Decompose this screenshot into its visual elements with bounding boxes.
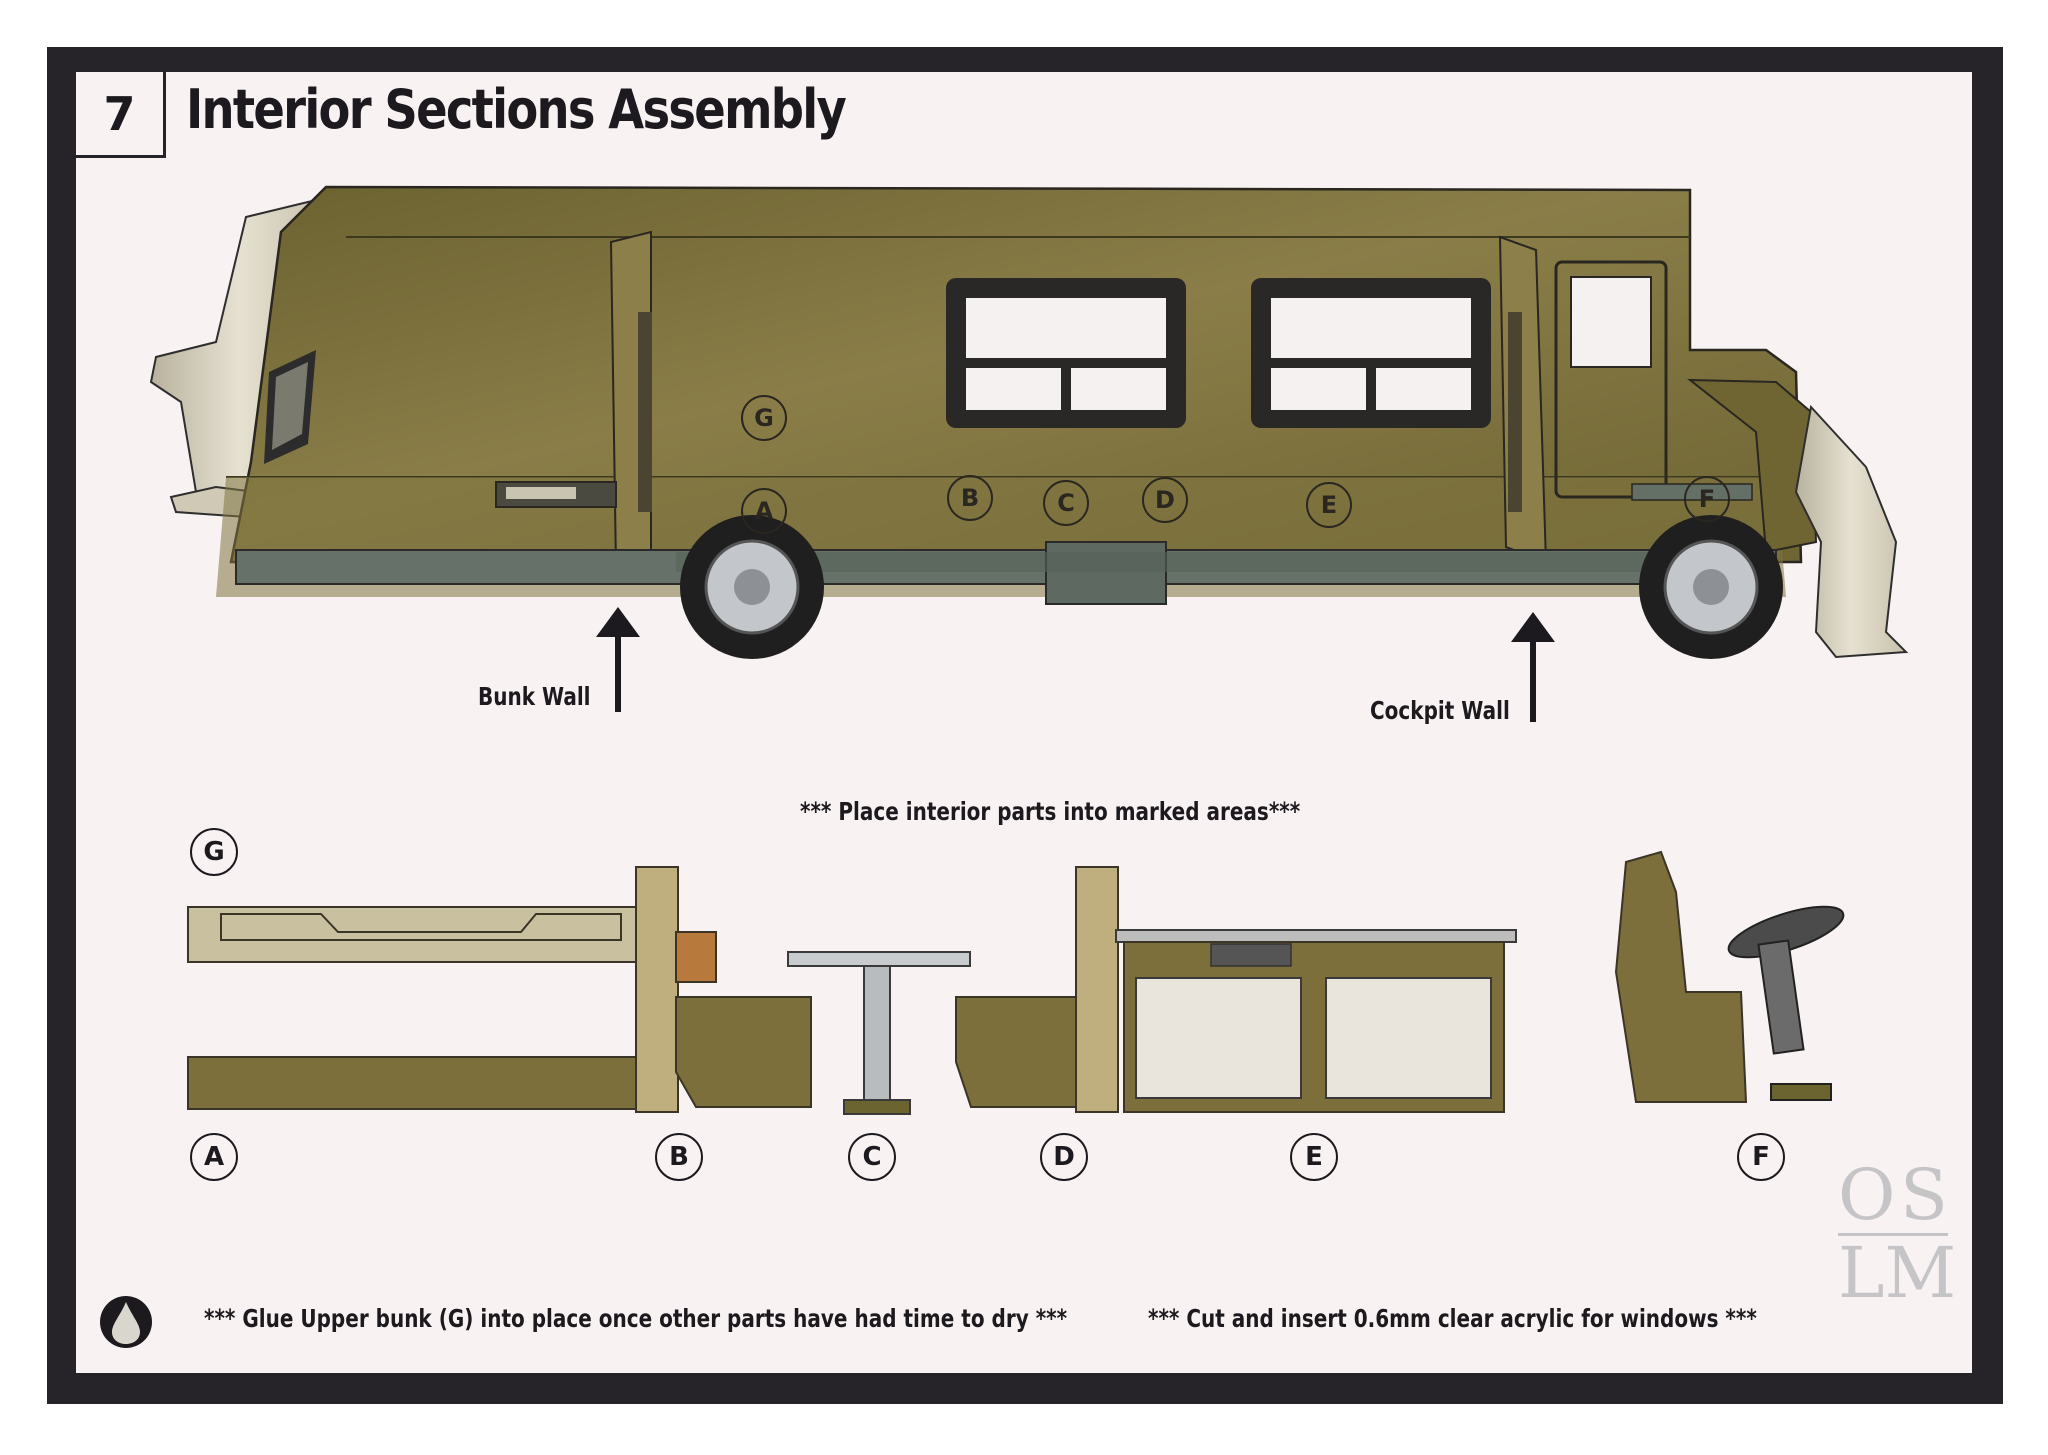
front-wheel [1639, 515, 1783, 659]
part-label-a: A [190, 1133, 238, 1181]
cockpit-wall-label: Cockpit Wall [1370, 696, 1510, 725]
part-label-d: D [1040, 1133, 1088, 1181]
cockpit-door [1554, 260, 1668, 499]
logo-letter-s: S [1900, 1154, 1948, 1236]
logo-letter-l: L [1838, 1231, 1885, 1314]
part-label-g: G [190, 828, 238, 876]
step-number: 7 [76, 72, 166, 158]
glue-drop-icon [100, 1296, 152, 1348]
front-bumper [1794, 404, 1909, 659]
part-d-bench-seat [955, 996, 1087, 1108]
instruction-panel: 7 Interior Sections Assembly [76, 72, 1972, 1373]
parts-illustration [187, 850, 1845, 1115]
area-marker-e: E [1306, 482, 1352, 528]
part-g-upper-bunk [187, 906, 647, 963]
part-label-f: F [1737, 1133, 1785, 1181]
acrylic-note: *** Cut and insert 0.6mm clear acrylic f… [1148, 1304, 1757, 1333]
logo-letter-o: O [1838, 1154, 1896, 1236]
area-marker-c: C [1043, 480, 1089, 526]
vehicle-cutaway [149, 185, 1909, 722]
oslm-logo: O S L M [1838, 1154, 1956, 1314]
part-b-bunk-post [635, 866, 679, 1113]
part-a-lower-bunk [187, 1056, 649, 1110]
part-b-bench-seat [675, 996, 812, 1108]
part-f-steering-column [1727, 905, 1845, 1101]
place-parts-note: *** Place interior parts into marked are… [800, 797, 1301, 826]
logo-divider [1838, 1232, 1948, 1236]
rear-wheel [680, 515, 824, 659]
glue-note: *** Glue Upper bunk (G) into place once … [204, 1304, 1068, 1333]
bunk-wall-label: Bunk Wall [478, 682, 591, 711]
cockpit-wall-arrow [1511, 612, 1555, 722]
part-e-kitchen-counter [1115, 929, 1517, 943]
part-d-post [1075, 866, 1119, 1113]
bunk-wall-arrow [596, 607, 640, 712]
part-f-driver-seat [1614, 850, 1748, 1103]
area-marker-d: D [1142, 477, 1188, 523]
part-label-c: C [848, 1133, 896, 1181]
page-title: Interior Sections Assembly [186, 78, 847, 141]
area-marker-g: G [741, 395, 787, 441]
area-marker-a: A [741, 488, 787, 534]
front-cab [1687, 378, 1818, 554]
part-c-table-top [787, 951, 971, 967]
part-label-e: E [1290, 1133, 1338, 1181]
logo-letter-m: M [1884, 1231, 1957, 1314]
part-label-b: B [655, 1133, 703, 1181]
area-marker-b: B [947, 475, 993, 521]
area-marker-f: F [1684, 476, 1730, 522]
